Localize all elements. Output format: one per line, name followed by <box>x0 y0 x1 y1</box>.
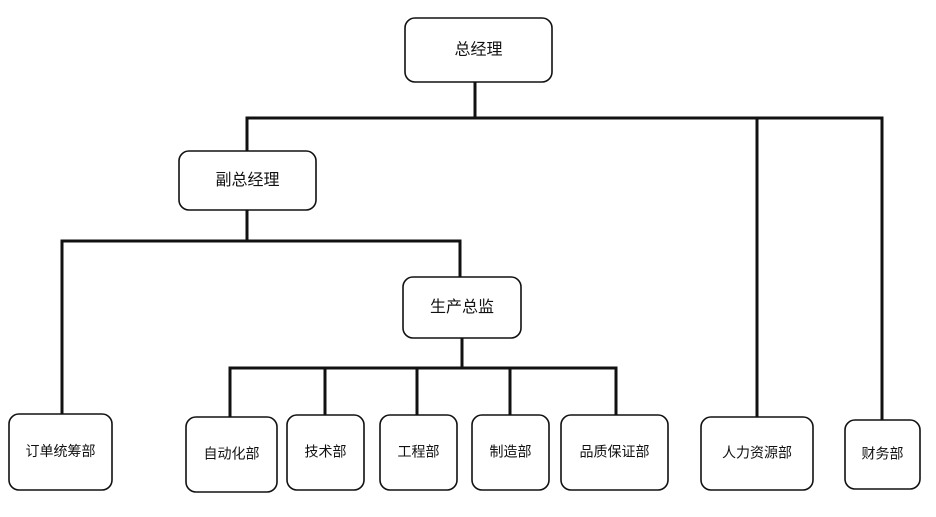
node-label: 自动化部 <box>204 447 260 463</box>
node-label: 生产总监 <box>430 297 494 316</box>
node-label: 副总经理 <box>215 170 279 189</box>
node-engineering-dept: 工程部 <box>379 414 458 491</box>
node-box <box>844 419 921 490</box>
node-box <box>700 416 814 491</box>
node-general-manager: 总经理 <box>404 17 553 83</box>
node-technology-dept: 技术部 <box>286 414 365 491</box>
node-label: 订单统筹部 <box>26 443 96 460</box>
node-label: 总经理 <box>454 40 502 59</box>
node-label: 品质保证部 <box>580 445 650 461</box>
node-label: 技术部 <box>305 445 347 461</box>
node-deputy-general-manager: 副总经理 <box>178 150 317 211</box>
node-box <box>379 414 458 491</box>
node-production-director: 生产总监 <box>402 276 522 339</box>
node-manufacturing-dept: 制造部 <box>471 414 550 491</box>
node-automation-dept: 自动化部 <box>185 416 278 493</box>
node-label: 制造部 <box>490 445 532 461</box>
node-label: 财务部 <box>862 447 904 463</box>
node-box <box>286 414 365 491</box>
node-box <box>471 414 550 491</box>
node-box <box>402 276 522 339</box>
node-box <box>178 150 317 211</box>
node-order-planning-dept: 订单统筹部 <box>8 413 113 491</box>
node-box <box>560 414 669 491</box>
connector-lines <box>60 80 884 422</box>
node-label: 工程部 <box>398 445 440 461</box>
node-finance-dept: 财务部 <box>844 419 921 490</box>
node-label: 人力资源部 <box>722 446 792 462</box>
node-human-resources-dept: 人力资源部 <box>700 416 814 491</box>
node-box <box>185 416 278 493</box>
node-quality-assurance-dept: 品质保证部 <box>560 414 669 491</box>
node-box <box>8 413 113 491</box>
node-box <box>404 17 553 83</box>
